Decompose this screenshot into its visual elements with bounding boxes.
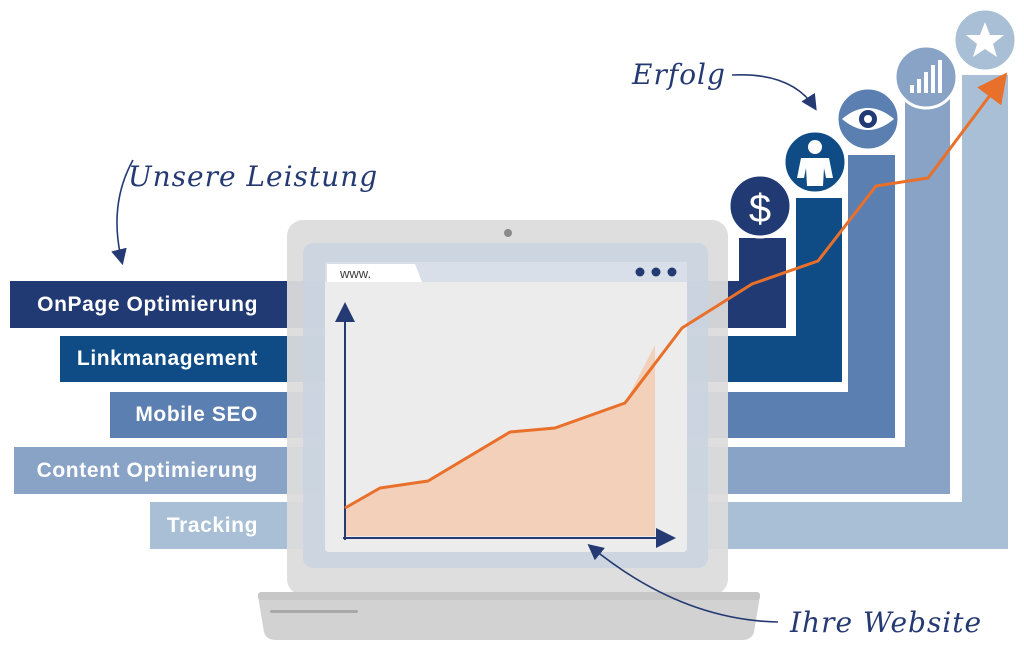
service-label-linkmanagement: Linkmanagement	[76, 347, 258, 370]
success-label: Erfolg	[632, 58, 726, 91]
laptop-base	[258, 596, 760, 640]
browser-dot	[651, 267, 661, 277]
services-title: Unsere Leistung	[128, 160, 379, 193]
browser-url: www.	[340, 266, 372, 281]
browser-tab	[327, 264, 422, 282]
svg-text:$: $	[749, 187, 771, 231]
service-label-content: Content Optimierung	[36, 458, 258, 482]
browser-dot	[635, 267, 645, 277]
person-icon	[782, 129, 848, 195]
website-arrow	[587, 543, 779, 623]
trend-line	[344, 72, 1008, 510]
success-arrow	[731, 73, 817, 111]
laptop	[258, 220, 760, 640]
touchpad-line	[270, 610, 358, 613]
star-icon	[952, 7, 1018, 73]
eye-icon	[835, 86, 901, 152]
laptop-base-top	[258, 592, 760, 600]
dollar-icon: $	[727, 173, 793, 239]
service-label-tracking: Tracking	[166, 513, 258, 537]
band-mobile-seo	[110, 155, 895, 438]
chart-area	[345, 345, 655, 536]
service-label-mobile-seo: Mobile SEO	[135, 403, 258, 426]
band-content	[14, 98, 950, 494]
service-label-onpage: OnPage Optimierung	[37, 292, 258, 316]
services-arrow	[111, 159, 134, 266]
browser-dot	[667, 267, 677, 277]
bar-chart-icon	[893, 44, 959, 110]
laptop-camera	[504, 229, 512, 237]
website-label: Ihre Website	[790, 606, 983, 639]
